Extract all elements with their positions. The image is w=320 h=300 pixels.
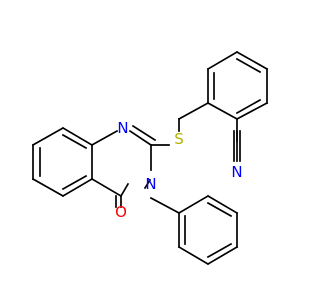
bond — [61, 126, 94, 147]
bond — [177, 101, 210, 121]
bond — [61, 133, 88, 150]
bond — [143, 178, 152, 190]
bond — [90, 177, 123, 198]
bond — [90, 129, 119, 147]
bond — [206, 194, 239, 215]
bond — [206, 50, 239, 71]
atom-label-n3: N — [145, 175, 156, 193]
atom-label-n-nitrile: N — [231, 163, 242, 181]
bond — [119, 182, 130, 198]
bond — [235, 101, 269, 121]
bond — [177, 245, 210, 266]
bond — [61, 174, 88, 191]
molecule-diagram: N S N O N — [31, 50, 269, 266]
bond-lines — [31, 50, 269, 266]
bond — [131, 124, 157, 142]
bond — [177, 194, 210, 215]
bond — [31, 177, 65, 198]
bond — [149, 196, 181, 215]
atom-label-n1: N — [117, 119, 128, 137]
bond — [61, 177, 94, 198]
bond — [235, 98, 262, 115]
atom-label-o: O — [115, 203, 127, 221]
bond — [206, 201, 233, 218]
atom-labels: N S N O N — [115, 119, 243, 221]
bond — [235, 50, 269, 71]
bond — [206, 242, 233, 259]
bond — [128, 129, 153, 147]
bond — [235, 57, 262, 74]
bond — [206, 245, 239, 266]
bond — [206, 101, 239, 121]
bond — [31, 126, 65, 147]
atom-label-s: S — [174, 130, 184, 148]
